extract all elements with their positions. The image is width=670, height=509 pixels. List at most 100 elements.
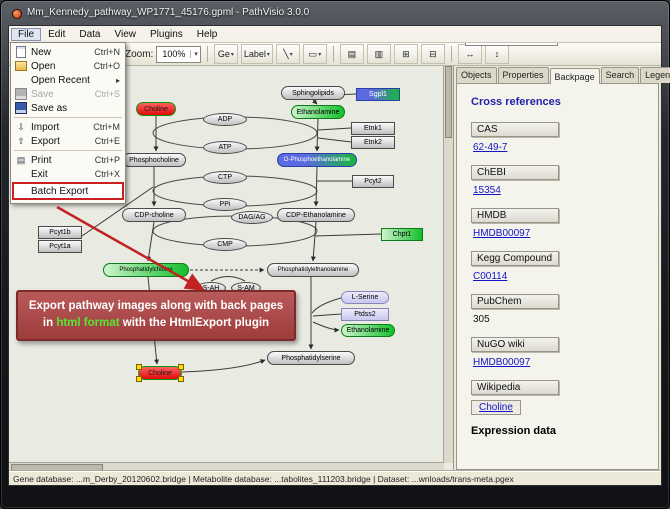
xref-link[interactable]: HMDB00097: [473, 228, 531, 239]
pathway-node-choline[interactable]: Choline: [136, 364, 184, 382]
xref-link[interactable]: Choline: [471, 400, 521, 415]
pathway-edge[interactable]: [310, 221, 317, 262]
menu-item-save-as[interactable]: Save as: [12, 101, 124, 115]
pathway-node-pcyt1a[interactable]: Pcyt1a: [38, 240, 82, 253]
pathway-node-adp[interactable]: ADP: [203, 113, 247, 126]
pathway-node-o-phosphoethanolamine[interactable]: O-Phosphoethanolamine: [277, 153, 357, 167]
menu-help[interactable]: Help: [196, 28, 218, 40]
pathway-edge[interactable]: [210, 276, 246, 282]
menu-plugins[interactable]: Plugins: [149, 28, 183, 40]
pathway-node-phosphatidylethanolamine[interactable]: Phosphatidylethanolamine: [267, 263, 359, 277]
pathway-node-sgpl1[interactable]: Sgpl1: [356, 88, 400, 101]
pathway-node-phosphatidylcholine[interactable]: Phosphatidylcholine: [103, 263, 189, 277]
selection-handle[interactable]: [136, 376, 142, 382]
pathway-node-ptdss2[interactable]: Ptdss2: [341, 308, 389, 321]
pathway-edge[interactable]: [312, 313, 342, 317]
pathway-edge[interactable]: [312, 321, 340, 333]
pathway-node-cdp-choline[interactable]: CDP-choline: [122, 208, 186, 222]
xref-link[interactable]: 62-49-7: [473, 142, 508, 153]
same-height-icon[interactable]: ↕: [484, 44, 509, 64]
xref-link[interactable]: 15354: [473, 185, 501, 196]
pathway-node-sphingolipids[interactable]: Sphingolipids: [281, 86, 345, 100]
distribute-horizontal-icon[interactable]: ⊞: [393, 44, 418, 64]
scrollbar-thumb[interactable]: [11, 464, 103, 471]
xref-header: ChEBI: [471, 165, 559, 180]
pathway-node-atp[interactable]: ATP: [203, 141, 247, 154]
pathway-node-cmp[interactable]: CMP: [203, 238, 247, 251]
pathway-node-choline[interactable]: Choline: [136, 102, 176, 116]
pathway-edge[interactable]: [317, 137, 352, 143]
pathway-node-etnk1[interactable]: Etnk1: [351, 122, 395, 135]
scrollbar-thumb[interactable]: [445, 66, 452, 138]
pathway-node-pcyt2[interactable]: Pcyt2: [352, 175, 394, 188]
window-title: Mm_Kennedy_pathway_WP1771_45176.gpml - P…: [27, 7, 310, 18]
pathway-node-phosphocholine[interactable]: Phosphocholine: [122, 153, 186, 167]
pathway-edge[interactable]: [313, 166, 319, 207]
menu-item-open-recent[interactable]: Open Recent▸: [12, 73, 124, 87]
pathway-edge[interactable]: [314, 118, 320, 152]
selection-handle[interactable]: [136, 364, 142, 370]
selection-handle[interactable]: [178, 364, 184, 370]
distribute-vertical-icon[interactable]: ⊟: [420, 44, 445, 64]
menu-data[interactable]: Data: [79, 28, 101, 40]
save-icon: [15, 88, 27, 100]
pathway-node-chpt1[interactable]: Chpt1: [381, 228, 423, 241]
same-width-icon[interactable]: ↔: [457, 44, 482, 64]
canvas-horizontal-scrollbar[interactable]: [9, 462, 444, 472]
new-gene-product-button[interactable]: Ge▾: [213, 44, 238, 64]
new-line-button[interactable]: ╲▾: [275, 44, 300, 64]
align-vertical-icon[interactable]: ▥: [366, 44, 391, 64]
tab-properties[interactable]: Properties: [497, 67, 549, 83]
pathway-node-ctp[interactable]: CTP: [203, 171, 247, 184]
tab-legend[interactable]: Legend: [640, 67, 670, 83]
new-label-button[interactable]: Label▾: [240, 44, 273, 64]
pathway-edge[interactable]: [146, 221, 155, 262]
pathway-node-cdp-ethanolamine[interactable]: CDP-Ethanolamine: [277, 208, 355, 222]
xref-header: PubChem: [471, 294, 559, 309]
pathway-edge[interactable]: [314, 233, 382, 237]
pathway-node-phosphatidylserine[interactable]: Phosphatidylserine: [267, 351, 355, 365]
pathway-node-pcyt1b[interactable]: Pcyt1b: [38, 226, 82, 239]
menu-item-shortcut: Ctrl+E: [94, 136, 120, 146]
tab-search[interactable]: Search: [600, 67, 640, 83]
same-width-icon-glyph: ↔: [465, 49, 475, 59]
menu-item-label: Save: [31, 88, 54, 100]
pathway-node-ppi[interactable]: PPi: [203, 198, 247, 211]
pathway-edge[interactable]: [317, 127, 352, 131]
pathway-node-ethanolamine[interactable]: Ethanolamine: [341, 324, 395, 337]
pathway-node-l-serine[interactable]: L-Serine: [341, 291, 389, 304]
menu-file[interactable]: File: [11, 27, 42, 41]
menu-edit[interactable]: Edit: [48, 28, 66, 40]
menu-item-batch-export[interactable]: Batch Export: [12, 182, 124, 200]
expression-data-title: Expression data: [471, 425, 556, 437]
menu-bar: File Edit Data View Plugins Help: [9, 26, 661, 43]
right-sidebar: ObjectsPropertiesBackpageSearchLegend Cr…: [453, 64, 670, 472]
zoom-combo[interactable]: 100%▾: [156, 45, 201, 63]
xref-link[interactable]: C00114: [473, 271, 508, 282]
menu-view[interactable]: View: [114, 28, 136, 40]
tab-backpage[interactable]: Backpage: [549, 68, 600, 84]
pathway-edge[interactable]: [181, 359, 266, 373]
pathway-edge[interactable]: [312, 99, 318, 105]
selection-handle[interactable]: [178, 376, 184, 382]
dropdown-caret-icon: ▾: [318, 51, 322, 58]
menu-item-label: Exit: [31, 168, 48, 180]
xref-link[interactable]: HMDB00097: [473, 357, 531, 368]
tab-objects[interactable]: Objects: [456, 67, 497, 83]
canvas-vertical-scrollbar[interactable]: [443, 64, 453, 463]
pathway-node-ethanolamine[interactable]: Ethanolamine: [291, 105, 345, 119]
title-bar[interactable]: Mm_Kennedy_pathway_WP1771_45176.gpml - P…: [1, 1, 669, 25]
new-shape-button[interactable]: ▭▾: [302, 44, 327, 64]
pathway-node-etnk2[interactable]: Etnk2: [351, 136, 395, 149]
align-horizontal-icon[interactable]: ▤: [339, 44, 364, 64]
pathway-edge[interactable]: [311, 297, 342, 314]
pathway-node-dag-ag[interactable]: DAG/AG: [231, 211, 273, 224]
